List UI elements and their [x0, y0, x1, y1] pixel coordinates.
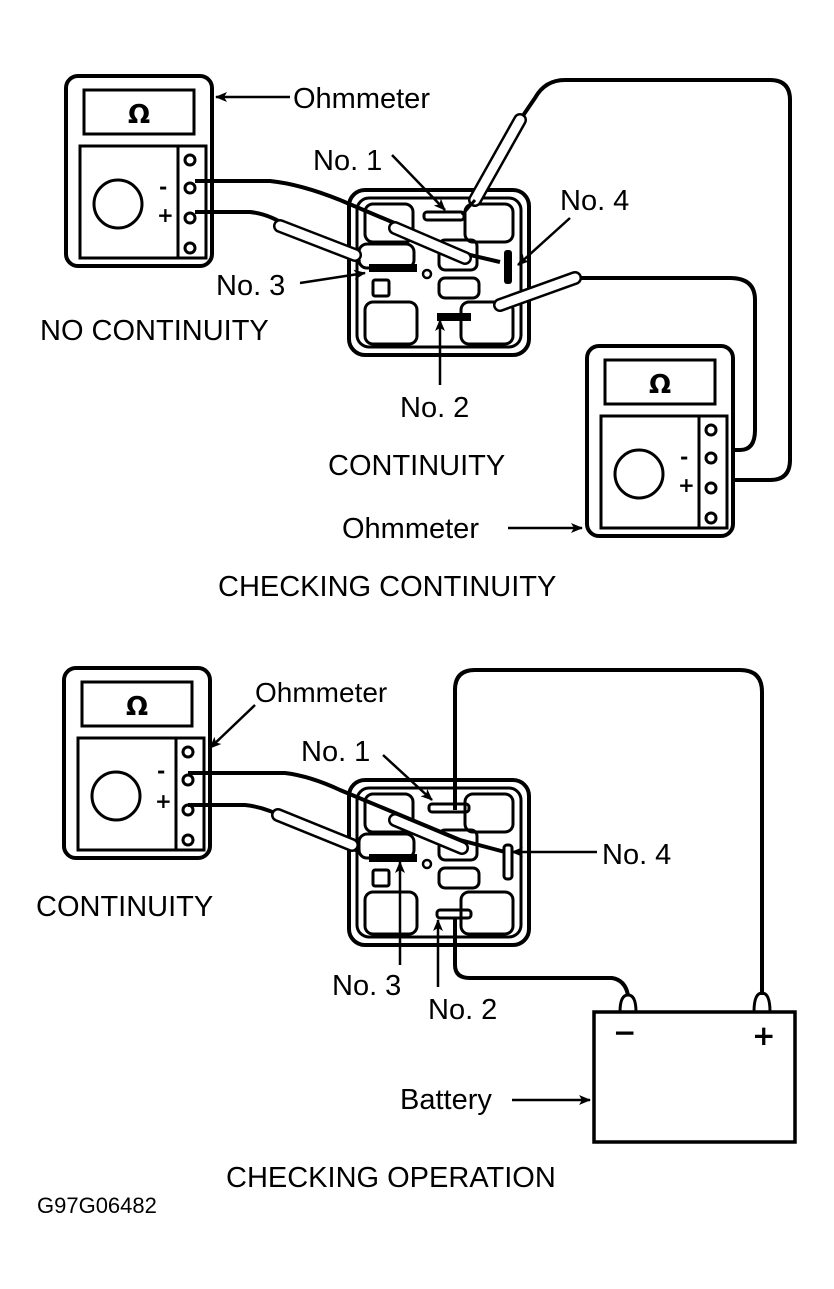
- ohmmeter-label-bottom: Ohmmeter: [255, 677, 387, 708]
- lead-minus: [195, 179, 501, 264]
- meter-right-top: Ω - +: [585, 344, 735, 538]
- meter-left-top: Ω - +: [64, 74, 214, 268]
- battery-minus-sign: −: [613, 1016, 636, 1049]
- ohmmeter-label-right: Ohmmeter: [342, 513, 479, 545]
- relay-top: [347, 188, 531, 357]
- plus-sign: +: [678, 473, 695, 497]
- label-no1-top: No. 1: [313, 145, 382, 177]
- wire-battery-minus: [453, 918, 630, 996]
- result-continuity-bottom: CONTINUITY: [36, 891, 213, 923]
- label-no4-top: No. 4: [560, 185, 629, 217]
- ohm-symbol-icon: Ω: [649, 370, 671, 400]
- wire-battery-plus: [453, 668, 764, 995]
- label-no4-bottom: No. 4: [602, 839, 671, 871]
- label-no2-bottom: No. 2: [428, 994, 497, 1026]
- terminal-no3: [369, 264, 417, 272]
- label-no2-top: No. 2: [400, 392, 469, 424]
- terminal-no4: [502, 843, 514, 881]
- terminal-no1: [427, 802, 471, 814]
- minus-sign: -: [157, 759, 165, 783]
- ohm-symbol-icon: Ω: [126, 692, 148, 722]
- terminal-no2: [437, 313, 471, 321]
- lead-right-minus: [580, 276, 757, 452]
- meter-bottom: Ω - +: [62, 666, 212, 860]
- minus-sign: -: [680, 445, 688, 469]
- result-continuity-top: CONTINUITY: [328, 450, 505, 482]
- battery: − +: [592, 1010, 797, 1144]
- figure-code: G97G06482: [37, 1193, 157, 1218]
- battery-plus-sign: +: [752, 1019, 775, 1052]
- battery-label: Battery: [400, 1084, 492, 1116]
- result-no-continuity: NO CONTINUITY: [40, 315, 269, 347]
- lead-right-plus: [518, 78, 792, 482]
- terminal-no3: [369, 854, 417, 862]
- terminal-no1: [422, 210, 466, 222]
- terminal-no4: [504, 250, 512, 284]
- plus-sign: +: [157, 203, 174, 227]
- label-no3-top: No. 3: [216, 270, 285, 302]
- label-no1-bottom: No. 1: [301, 736, 370, 768]
- lead-minus-bottom: [188, 771, 506, 854]
- ohmmeter-label-left: Ohmmeter: [293, 83, 430, 115]
- bottom-diagram-title: CHECKING OPERATION: [226, 1162, 556, 1194]
- minus-sign: -: [159, 175, 167, 199]
- ohm-symbol-icon: Ω: [128, 100, 150, 130]
- plus-sign: +: [155, 789, 172, 813]
- label-no3-bottom: No. 3: [332, 970, 401, 1002]
- top-diagram-title: CHECKING CONTINUITY: [218, 571, 556, 603]
- terminal-no2: [435, 908, 473, 920]
